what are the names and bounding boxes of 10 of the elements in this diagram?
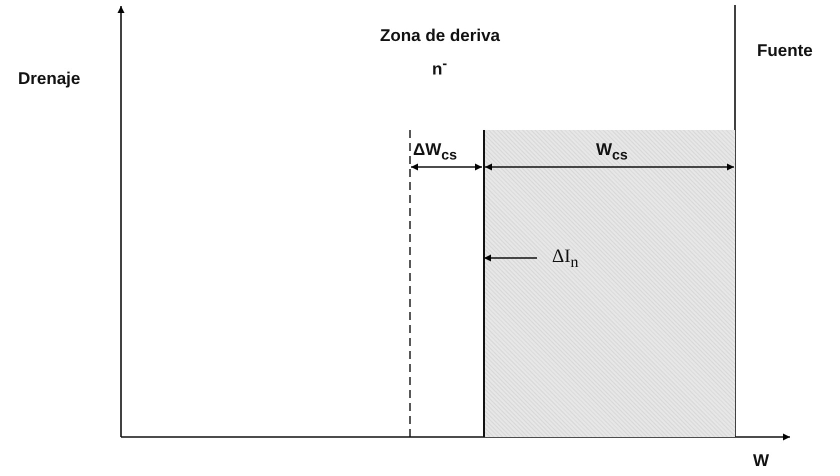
current-label: ΔI$_{n}$ xyxy=(552,247,578,271)
dimension-label: ΔW$_{cs}$ xyxy=(413,141,458,163)
dimension-label: W$_{cs}$ xyxy=(596,141,628,163)
arrow xyxy=(484,254,537,262)
shaded-region xyxy=(483,130,735,437)
region-label: Zona de deriva xyxy=(380,27,500,44)
terminal-label: Drenaje xyxy=(18,70,80,87)
axis-label: W xyxy=(753,452,770,469)
doping-label: n$^{-}$ xyxy=(432,57,448,78)
terminal-label: Fuente xyxy=(757,42,813,59)
